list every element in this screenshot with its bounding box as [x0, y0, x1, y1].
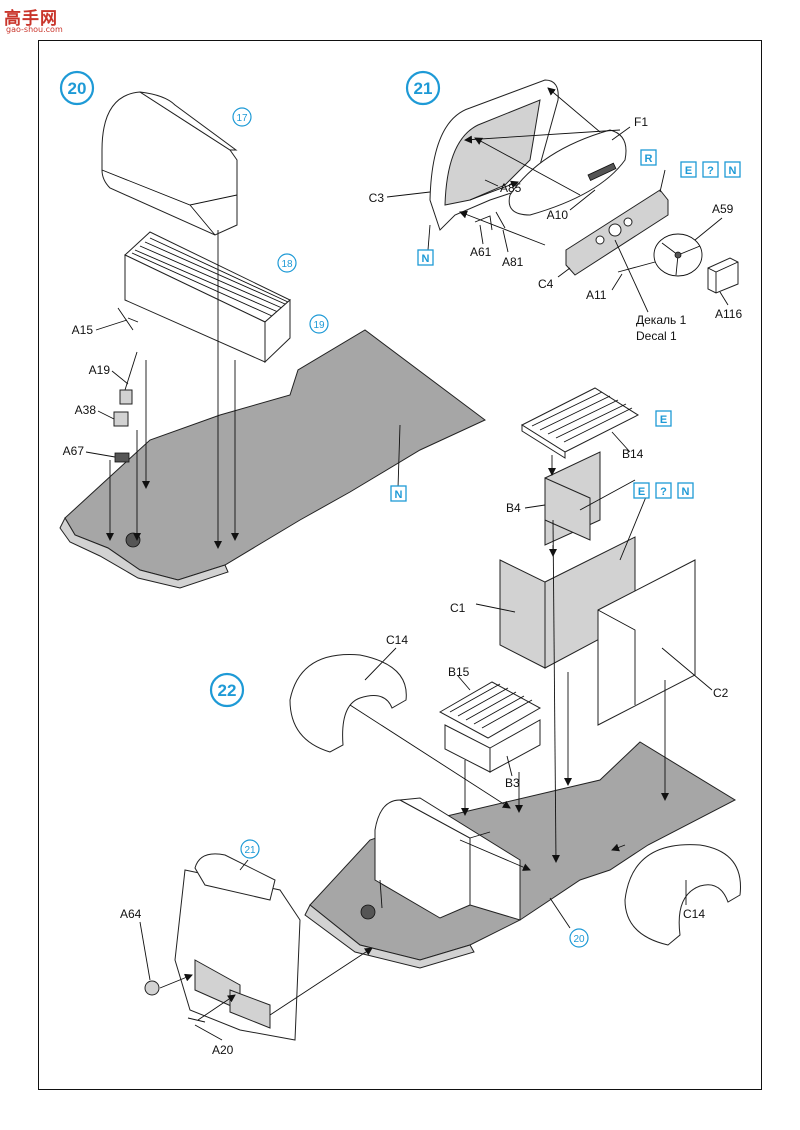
label-c1: C1 [450, 601, 466, 615]
box-part-18 [124, 231, 291, 364]
fender-c14-right [624, 844, 741, 946]
label-c14-left: C14 [386, 633, 408, 647]
option-tag-r [640, 149, 657, 166]
step-20-badge [59, 70, 95, 106]
pedal-hole [125, 532, 141, 548]
option-tag-e2 [655, 410, 672, 427]
label-a11: A11 [586, 288, 607, 302]
option-tag-e2-text: E [660, 414, 667, 426]
panel-b4 [544, 451, 601, 546]
option-tag-q2-text: ? [660, 486, 667, 498]
seat-top-b14 [520, 387, 640, 459]
label-a10: A10 [547, 208, 569, 222]
step-21-badge [405, 70, 441, 106]
label-a116: A116 [715, 307, 742, 321]
label-a85: A85 [500, 181, 522, 195]
pedal-assembly [360, 904, 376, 920]
step-20-number: 20 [68, 79, 87, 98]
label-a19: A19 [89, 363, 111, 377]
option-tag-e3 [633, 482, 650, 499]
ref-21: 21 [244, 845, 256, 856]
option-tag-n2 [724, 161, 741, 178]
label-c2: C2 [713, 686, 729, 700]
label-b15: B15 [448, 665, 470, 679]
part-a64 [144, 980, 160, 996]
option-tag-e3-text: E [638, 486, 645, 498]
option-tag-n2-text: N [729, 165, 737, 177]
ref-18-badge [277, 253, 297, 273]
label-a81: A81 [502, 255, 524, 269]
label-c14-right: C14 [683, 907, 705, 921]
part-a116 [707, 257, 739, 294]
label-a59: A59 [712, 202, 734, 216]
label-b14: B14 [622, 447, 644, 461]
option-tag-q2 [655, 482, 672, 499]
label-c3: C3 [369, 191, 385, 205]
option-tag-n-text: N [395, 489, 403, 501]
option-tag-n4-text: N [682, 486, 690, 498]
step-21-number: 21 [414, 79, 433, 98]
part-a81 [495, 211, 506, 229]
label-a15: A15 [72, 323, 94, 337]
steering-wheel-a59 [653, 233, 703, 277]
ref-20-badge [569, 928, 589, 948]
option-tag-e-text: E [685, 165, 692, 177]
step-22: 22 [120, 387, 741, 1057]
panel-c1 [499, 536, 636, 669]
option-tag-n [390, 485, 407, 502]
cab-wall-c3 [429, 79, 559, 231]
watermark-logo: 高手网 gao-shou.com [4, 4, 76, 38]
step-22-number: 22 [218, 681, 237, 700]
part-a67 [114, 452, 130, 463]
part-a20 [187, 1017, 206, 1023]
part-a19-knob [119, 389, 133, 405]
cab-wall-assembly-21 [174, 853, 301, 1041]
part-a38 [113, 411, 129, 427]
label-a67: A67 [63, 444, 85, 458]
step-20: 20 17 18 19 [59, 70, 486, 589]
ref-17: 17 [236, 113, 248, 124]
label-b3: B3 [505, 776, 520, 790]
option-tag-n3-text: N [422, 253, 430, 265]
option-tag-n3 [417, 249, 434, 266]
part-a10 [587, 162, 617, 181]
ref-19: 19 [313, 320, 325, 331]
step-22-badge [209, 672, 245, 708]
label-a64: A64 [120, 907, 142, 921]
watermark-url: gao-shou.com [6, 25, 63, 34]
option-tag-n4 [677, 482, 694, 499]
gear-stick [379, 879, 383, 909]
seat-part-17 [101, 91, 238, 236]
ref-17-badge [232, 107, 252, 127]
installed-seat [374, 797, 521, 921]
option-tag-q-text: ? [707, 165, 714, 177]
window-f1 [508, 129, 627, 216]
label-a61: A61 [470, 245, 492, 259]
label-f1: F1 [634, 115, 648, 129]
label-a38: A38 [75, 403, 97, 417]
ref-20: 20 [573, 934, 585, 945]
instruction-frame [38, 40, 762, 1090]
label-a20: A20 [212, 1043, 234, 1057]
label-decal-ru: Декаль 1 [636, 313, 687, 327]
label-decal-en: Decal 1 [636, 329, 677, 343]
label-b4: B4 [506, 501, 521, 515]
option-tag-q [702, 161, 719, 178]
panel-c2 [597, 559, 696, 726]
watermark-brand: 高手网 [4, 9, 58, 29]
step-21: 21 [369, 70, 742, 343]
box-b15 [438, 681, 542, 773]
option-tag-r-text: R [645, 153, 653, 165]
label-c4: C4 [538, 277, 554, 291]
ref-19-badge [309, 314, 329, 334]
part-a15 [117, 307, 139, 331]
steering-column-a11 [617, 261, 656, 273]
fender-c14-left [289, 654, 407, 753]
part-a19 [124, 351, 138, 391]
ref-18: 18 [281, 259, 293, 270]
ref-21-badge [240, 839, 260, 859]
option-tag-e [680, 161, 697, 178]
